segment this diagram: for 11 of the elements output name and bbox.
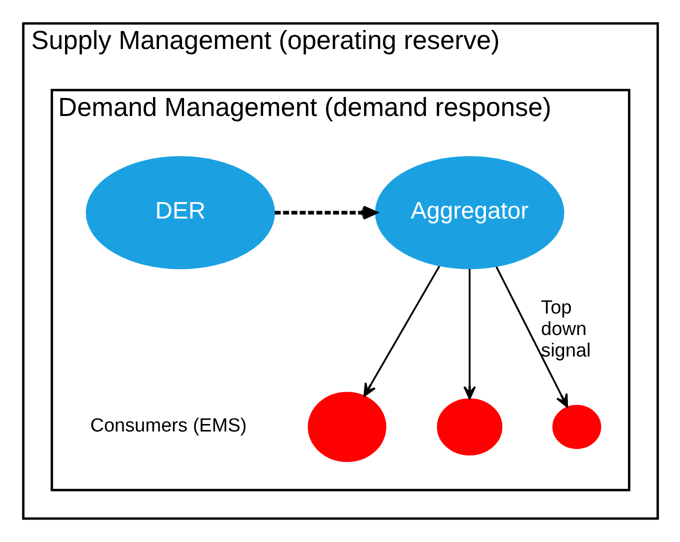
edge-label: Top down signal xyxy=(540,298,590,362)
node-circle xyxy=(307,392,386,462)
node-ellipse: Aggregator xyxy=(374,156,564,270)
node-circle xyxy=(436,398,502,456)
arrow xyxy=(362,266,440,397)
node-circle xyxy=(552,404,601,449)
node-ellipse: DER xyxy=(85,156,275,270)
arrow xyxy=(274,206,377,220)
arrow xyxy=(462,268,476,400)
node-label: Consumers (EMS) xyxy=(90,415,246,436)
arrow xyxy=(495,266,568,408)
